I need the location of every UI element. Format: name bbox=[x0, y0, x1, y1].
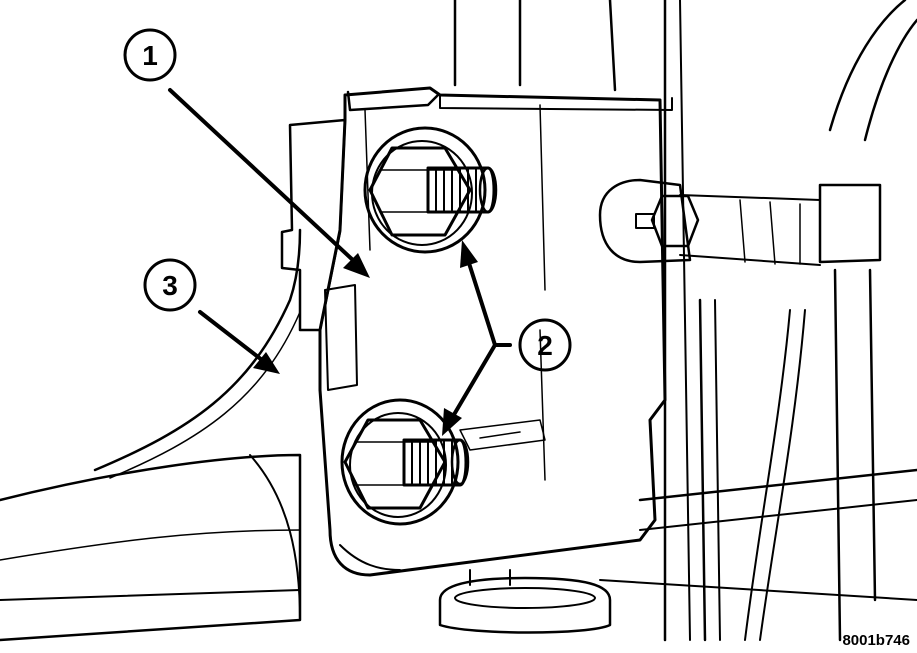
upper-stud-nut bbox=[363, 126, 498, 254]
pipe-clip bbox=[679, 183, 882, 266]
lower-stud-nut bbox=[340, 398, 470, 526]
callout-1-label: 1 bbox=[142, 40, 158, 71]
callout-2-label: 2 bbox=[537, 330, 553, 361]
arrowhead-1 bbox=[343, 253, 370, 278]
frame-rail bbox=[0, 453, 302, 642]
arrowhead-2b bbox=[442, 408, 462, 436]
module-bracket bbox=[280, 86, 673, 634]
callout-3-label: 3 bbox=[162, 270, 178, 301]
harness-cable bbox=[93, 228, 302, 479]
figure-id: 8001b746 bbox=[842, 632, 910, 649]
arrowhead-3 bbox=[253, 352, 280, 374]
upper-strut bbox=[453, 0, 617, 92]
arrowhead-2a bbox=[460, 240, 478, 268]
brake-lines bbox=[663, 0, 917, 642]
callout-2: 2 bbox=[442, 240, 572, 436]
callout-1: 1 bbox=[123, 28, 370, 278]
cross-member bbox=[599, 468, 917, 601]
callout-3: 3 bbox=[143, 258, 280, 374]
side-nut bbox=[598, 178, 700, 264]
